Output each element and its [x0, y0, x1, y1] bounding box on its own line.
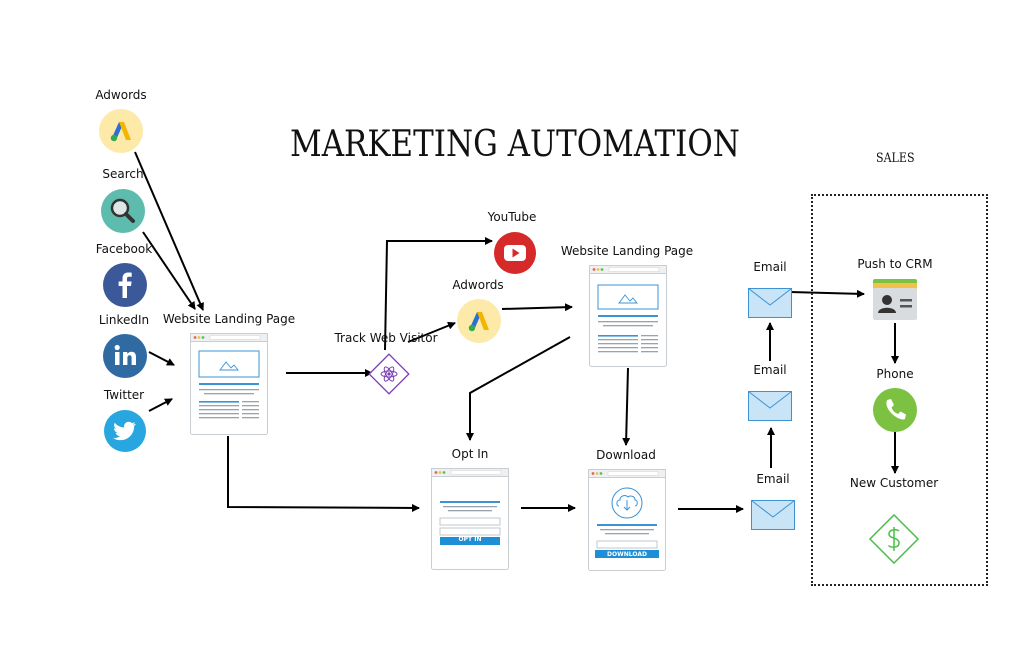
adwords-2-icon — [457, 299, 501, 343]
facebook-icon — [103, 263, 147, 307]
arrow-search-to-landing — [142, 231, 196, 310]
sales-box — [811, 194, 988, 586]
landing-page-1-label: Website Landing Page — [162, 312, 296, 326]
new-customer-label: New Customer — [849, 476, 939, 490]
linkedin-icon — [103, 334, 147, 378]
email-bottom-label: Email — [756, 472, 790, 486]
arrow-track-to-adwords — [407, 321, 456, 343]
envelope-icon — [748, 288, 792, 318]
adwords-icon — [99, 109, 143, 153]
facebook-label: Facebook — [95, 242, 153, 256]
opt-in-label: Opt In — [451, 447, 489, 461]
adwords-2-label: Adwords — [452, 278, 504, 292]
youtube-icon — [494, 232, 536, 274]
arrow-twitter-to-landing — [148, 398, 173, 412]
linkedin-label: LinkedIn — [98, 313, 150, 327]
email-top-label: Email — [753, 260, 787, 274]
push-to-crm-label: Push to CRM — [857, 257, 933, 271]
arrow-landing2-to-optin — [466, 336, 571, 441]
opt-in-mockup — [431, 468, 509, 570]
atom-icon — [368, 353, 410, 395]
arrow-adwords-to-landing2 — [501, 303, 573, 312]
arrow-email-to-crm — [789, 289, 865, 298]
download-label: Download — [596, 448, 656, 462]
search-label: Search — [102, 167, 144, 181]
track-web-visitor-label: Track Web Visitor — [334, 331, 438, 345]
sales-label: SALES — [876, 151, 915, 166]
diagram-title: MARKETING AUTOMATION — [290, 124, 740, 165]
magnifier-icon — [101, 189, 145, 233]
envelope-icon — [751, 500, 795, 530]
envelope-icon — [748, 391, 792, 421]
arrow-landing2-to-download — [622, 367, 631, 446]
arrow-track-to-youtube — [384, 237, 493, 351]
youtube-label: YouTube — [487, 210, 537, 224]
arrow-linkedin-to-landing — [148, 351, 175, 366]
landing-page-2-label: Website Landing Page — [560, 244, 694, 258]
twitter-label: Twitter — [103, 388, 145, 402]
landing-page-2-mockup — [589, 265, 667, 367]
adwords-label: Adwords — [95, 88, 147, 102]
twitter-icon — [104, 410, 146, 452]
arrow-adwords-to-landing — [134, 151, 204, 311]
email-mid-label: Email — [753, 363, 787, 377]
arrow-landing-to-optin — [227, 436, 420, 512]
phone-icon — [873, 388, 917, 432]
opt-in-button[interactable]: OPT IN — [458, 536, 482, 543]
dollar-diamond-icon — [868, 513, 920, 565]
contact-card-icon — [873, 279, 917, 320]
download-mockup — [588, 469, 666, 571]
download-button[interactable]: DOWNLOAD — [607, 551, 647, 558]
landing-page-1-mockup — [190, 333, 268, 435]
phone-label: Phone — [876, 367, 914, 381]
